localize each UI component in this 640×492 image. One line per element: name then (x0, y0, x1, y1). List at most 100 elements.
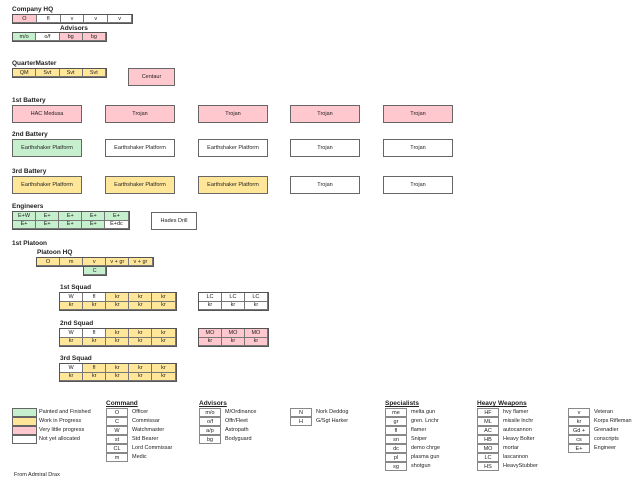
unit-cell: kr (152, 329, 176, 338)
legend-description: M/Ordinance (225, 409, 257, 415)
legend-description: Engineer (594, 445, 617, 451)
battery1-label: 1st Battery (12, 97, 46, 104)
squad1-label: 1st Squad (60, 284, 92, 291)
vehicle-box: Trojan (383, 176, 453, 194)
unit-cell: E+ (82, 212, 106, 221)
unit-cell: E+dc (105, 220, 129, 229)
legend-code: kr (568, 417, 590, 426)
legend-description: Astropath (225, 427, 249, 433)
vehicle-box: Trojan (290, 139, 360, 157)
unit-cell: kr (152, 337, 176, 346)
legend-code: ML (477, 417, 499, 426)
legend-code: cs (568, 435, 590, 444)
legend-description: gren. Lnchr (411, 418, 439, 424)
legend-description: hvy flamer (503, 409, 529, 415)
unit-cell: v (84, 15, 109, 23)
squad3-label: 3rd Squad (60, 355, 92, 362)
unit-cell: v (108, 15, 132, 23)
unit-cell: kr (244, 301, 268, 310)
unit-cell: bg (59, 33, 83, 41)
unit-cell: kr (60, 301, 84, 310)
unit-cell: Svt (59, 69, 83, 77)
vehicle-box: Earthshaker Platform (105, 139, 175, 157)
unit-cell: kr (221, 301, 245, 310)
unit-cell: kr (129, 301, 153, 310)
unit-cell: kr (129, 337, 153, 346)
unit-cell: E+W (13, 212, 37, 221)
legend-description: Officer (132, 409, 149, 415)
battery2-label: 2nd Battery (12, 131, 48, 138)
battery3-label: 3rd Battery (12, 168, 47, 175)
legend-description: plasma gun (411, 454, 440, 460)
platoon1-label: 1st Platoon (12, 240, 48, 247)
unit-cell: bg (82, 33, 106, 41)
unit-cell: E+ (82, 220, 106, 229)
unit-cell: C (84, 267, 107, 275)
vehicle-box: Trojan (105, 105, 175, 123)
unit-cell: kr (152, 372, 176, 381)
unit-cell: O (13, 15, 37, 23)
legend-description: shotgun (411, 463, 431, 469)
legend-code: sn (385, 435, 407, 444)
unit-cell: kr (152, 364, 176, 373)
vehicle-box: HAC Medusa (12, 105, 82, 123)
legend-code: LC (477, 453, 499, 462)
legend-code: AC (477, 426, 499, 435)
unit-cell: E+ (36, 220, 60, 229)
unit-cell: v + gr (106, 258, 130, 266)
vehicle-box: Trojan (383, 139, 453, 157)
legend-description: Std Bearer (132, 436, 159, 442)
vehicle-box: Earthshaker Platform (12, 176, 82, 194)
unit-cell: LC (199, 293, 222, 302)
platoon-hq-c-grid: C (83, 266, 108, 276)
legend-heading: Advisors (199, 400, 227, 407)
unit-cell: QM (13, 69, 37, 77)
legend-code: me (385, 408, 407, 417)
unit-cell: kr (244, 337, 268, 346)
legend-swatch (12, 426, 37, 435)
legend-swatch (12, 408, 37, 417)
unit-cell: E+ (59, 212, 83, 221)
legend-heading: Heavy Weapons (477, 400, 527, 407)
unit-cell: m/o (13, 33, 37, 41)
unit-cell: E+ (59, 220, 83, 229)
unit-cell: E+ (105, 212, 129, 221)
legend-description: missile lnchr (503, 418, 534, 424)
legend-code: E+ (568, 444, 590, 453)
legend-code: C (106, 417, 128, 426)
unit-cell: v (83, 258, 107, 266)
vehicle-box: Earthshaker Platform (198, 139, 268, 157)
unit-cell: kr (152, 293, 176, 302)
legend-description: G/Sgt Harker (316, 418, 349, 424)
unit-cell: MO (244, 329, 268, 338)
unit-cell: kr (106, 301, 130, 310)
legend-code: dc (385, 444, 407, 453)
unit-cell: kr (106, 337, 130, 346)
legend-description: Lord Commissar (132, 445, 173, 451)
legend-description: lascannon (503, 454, 529, 460)
vehicle-box: Earthshaker Platform (198, 176, 268, 194)
legend-description: Korps Rifleman (594, 418, 632, 424)
legend-heading: Command (106, 400, 138, 407)
squad2-label: 2nd Squad (60, 320, 94, 327)
legend-code: MO (477, 444, 499, 453)
unit-cell: m (60, 258, 84, 266)
legend-code: W (106, 426, 128, 435)
company-hq-label: Company HQ (12, 6, 54, 13)
legend-description: flamer (411, 427, 427, 433)
unit-cell: kr (152, 301, 176, 310)
legend-code: m (106, 453, 128, 462)
legend-code: HB (477, 435, 499, 444)
legend-code: CL (106, 444, 128, 453)
legend-label: Painted and Finished (39, 409, 91, 415)
legend-code: HF (477, 408, 499, 417)
unit-cell: LC (244, 293, 268, 302)
legend-label: Not yet allocated (39, 436, 80, 442)
